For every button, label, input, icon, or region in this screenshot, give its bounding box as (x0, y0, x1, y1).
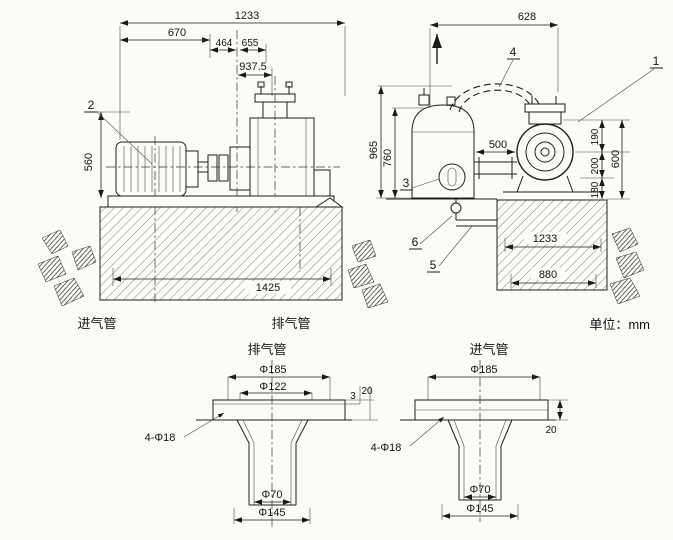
callout-5: 5 (430, 258, 437, 272)
label-exhaust-pipe: 排气管 (271, 316, 310, 331)
dim-500: 500 (489, 139, 507, 151)
dim-overall-length: 1233 (235, 10, 259, 22)
callout-2: 2 (88, 98, 95, 112)
dim-bolt-circle: Φ122 (259, 381, 286, 393)
dim-plate-20: 20 (545, 425, 557, 436)
dim-bore-70: Φ70 (261, 489, 282, 501)
dim-motor-offset: 670 (168, 27, 186, 39)
exhaust-flange-detail: 排气管 Φ185 Φ122 3 20 4-Φ18 Φ70 Φ145 (145, 342, 378, 528)
dim-flange-od: Φ185 (470, 364, 497, 376)
dim-655: 655 (242, 38, 259, 49)
dim-height-560: 560 (83, 153, 95, 171)
dim-190: 190 (590, 128, 601, 145)
rubble-ground-left (37, 229, 97, 307)
sight-glass (438, 163, 466, 191)
separator-tank (411, 88, 475, 199)
label-intake-pipe: 进气管 (77, 316, 116, 331)
dim-plate-20: 20 (361, 386, 373, 397)
callout-4: 4 (510, 45, 517, 59)
left-side-view: 1233 670 464 655 937.5 560 2 1425 进气管 排气… (37, 10, 346, 331)
dim-760: 760 (382, 149, 394, 167)
dim-180: 180 (590, 181, 601, 198)
curved-exhaust-pipe (449, 83, 541, 111)
foundation-left-view (99, 206, 343, 301)
dim-foundation-880: 880 (539, 269, 557, 281)
callout-1: 1 (653, 54, 660, 68)
dim-flange-od: Φ185 (259, 364, 286, 376)
dim-464: 464 (216, 38, 233, 49)
pump-end-view (516, 96, 574, 193)
intake-flange-detail: 进气管 Φ185 20 4-Φ18 Φ70 Φ145 (371, 342, 568, 522)
callout-6: 6 (412, 235, 419, 249)
unit-note: 单位：mm (589, 317, 650, 332)
dim-bore-70: Φ70 (469, 484, 490, 496)
exhaust-flange-title: 排气管 (247, 342, 286, 357)
dim-pipe-od-145: Φ145 (258, 507, 285, 519)
dim-200: 200 (590, 157, 601, 174)
motor (115, 141, 199, 197)
dim-bolt-holes: 4-Φ18 (145, 432, 176, 444)
pump-body-side (229, 81, 331, 197)
intake-flange-title: 进气管 (469, 342, 508, 357)
dim-965: 965 (368, 141, 380, 159)
flange-plate (212, 399, 346, 421)
dim-foundation-1233: 1233 (533, 233, 557, 245)
coupling (197, 154, 229, 182)
dim-foundation-1425: 1425 (256, 282, 280, 294)
dim-gasket-3: 3 (350, 391, 356, 402)
right-end-view: 628 4 1 500 965 760 190 200 180 600 3 6 … (347, 11, 663, 309)
dim-600: 600 (610, 150, 622, 168)
rubble-ground-middle (347, 239, 389, 309)
dim-bolt-holes: 4-Φ18 (371, 442, 402, 454)
foundation-step (314, 197, 344, 208)
dim-937-5: 937.5 (239, 61, 267, 73)
dim-pipe-od-145: Φ145 (466, 503, 493, 515)
rubble-ground-right (609, 227, 645, 305)
baseplate (107, 195, 335, 208)
callout-3: 3 (403, 176, 410, 190)
dim-628: 628 (518, 11, 536, 23)
drain-piping (450, 198, 497, 227)
